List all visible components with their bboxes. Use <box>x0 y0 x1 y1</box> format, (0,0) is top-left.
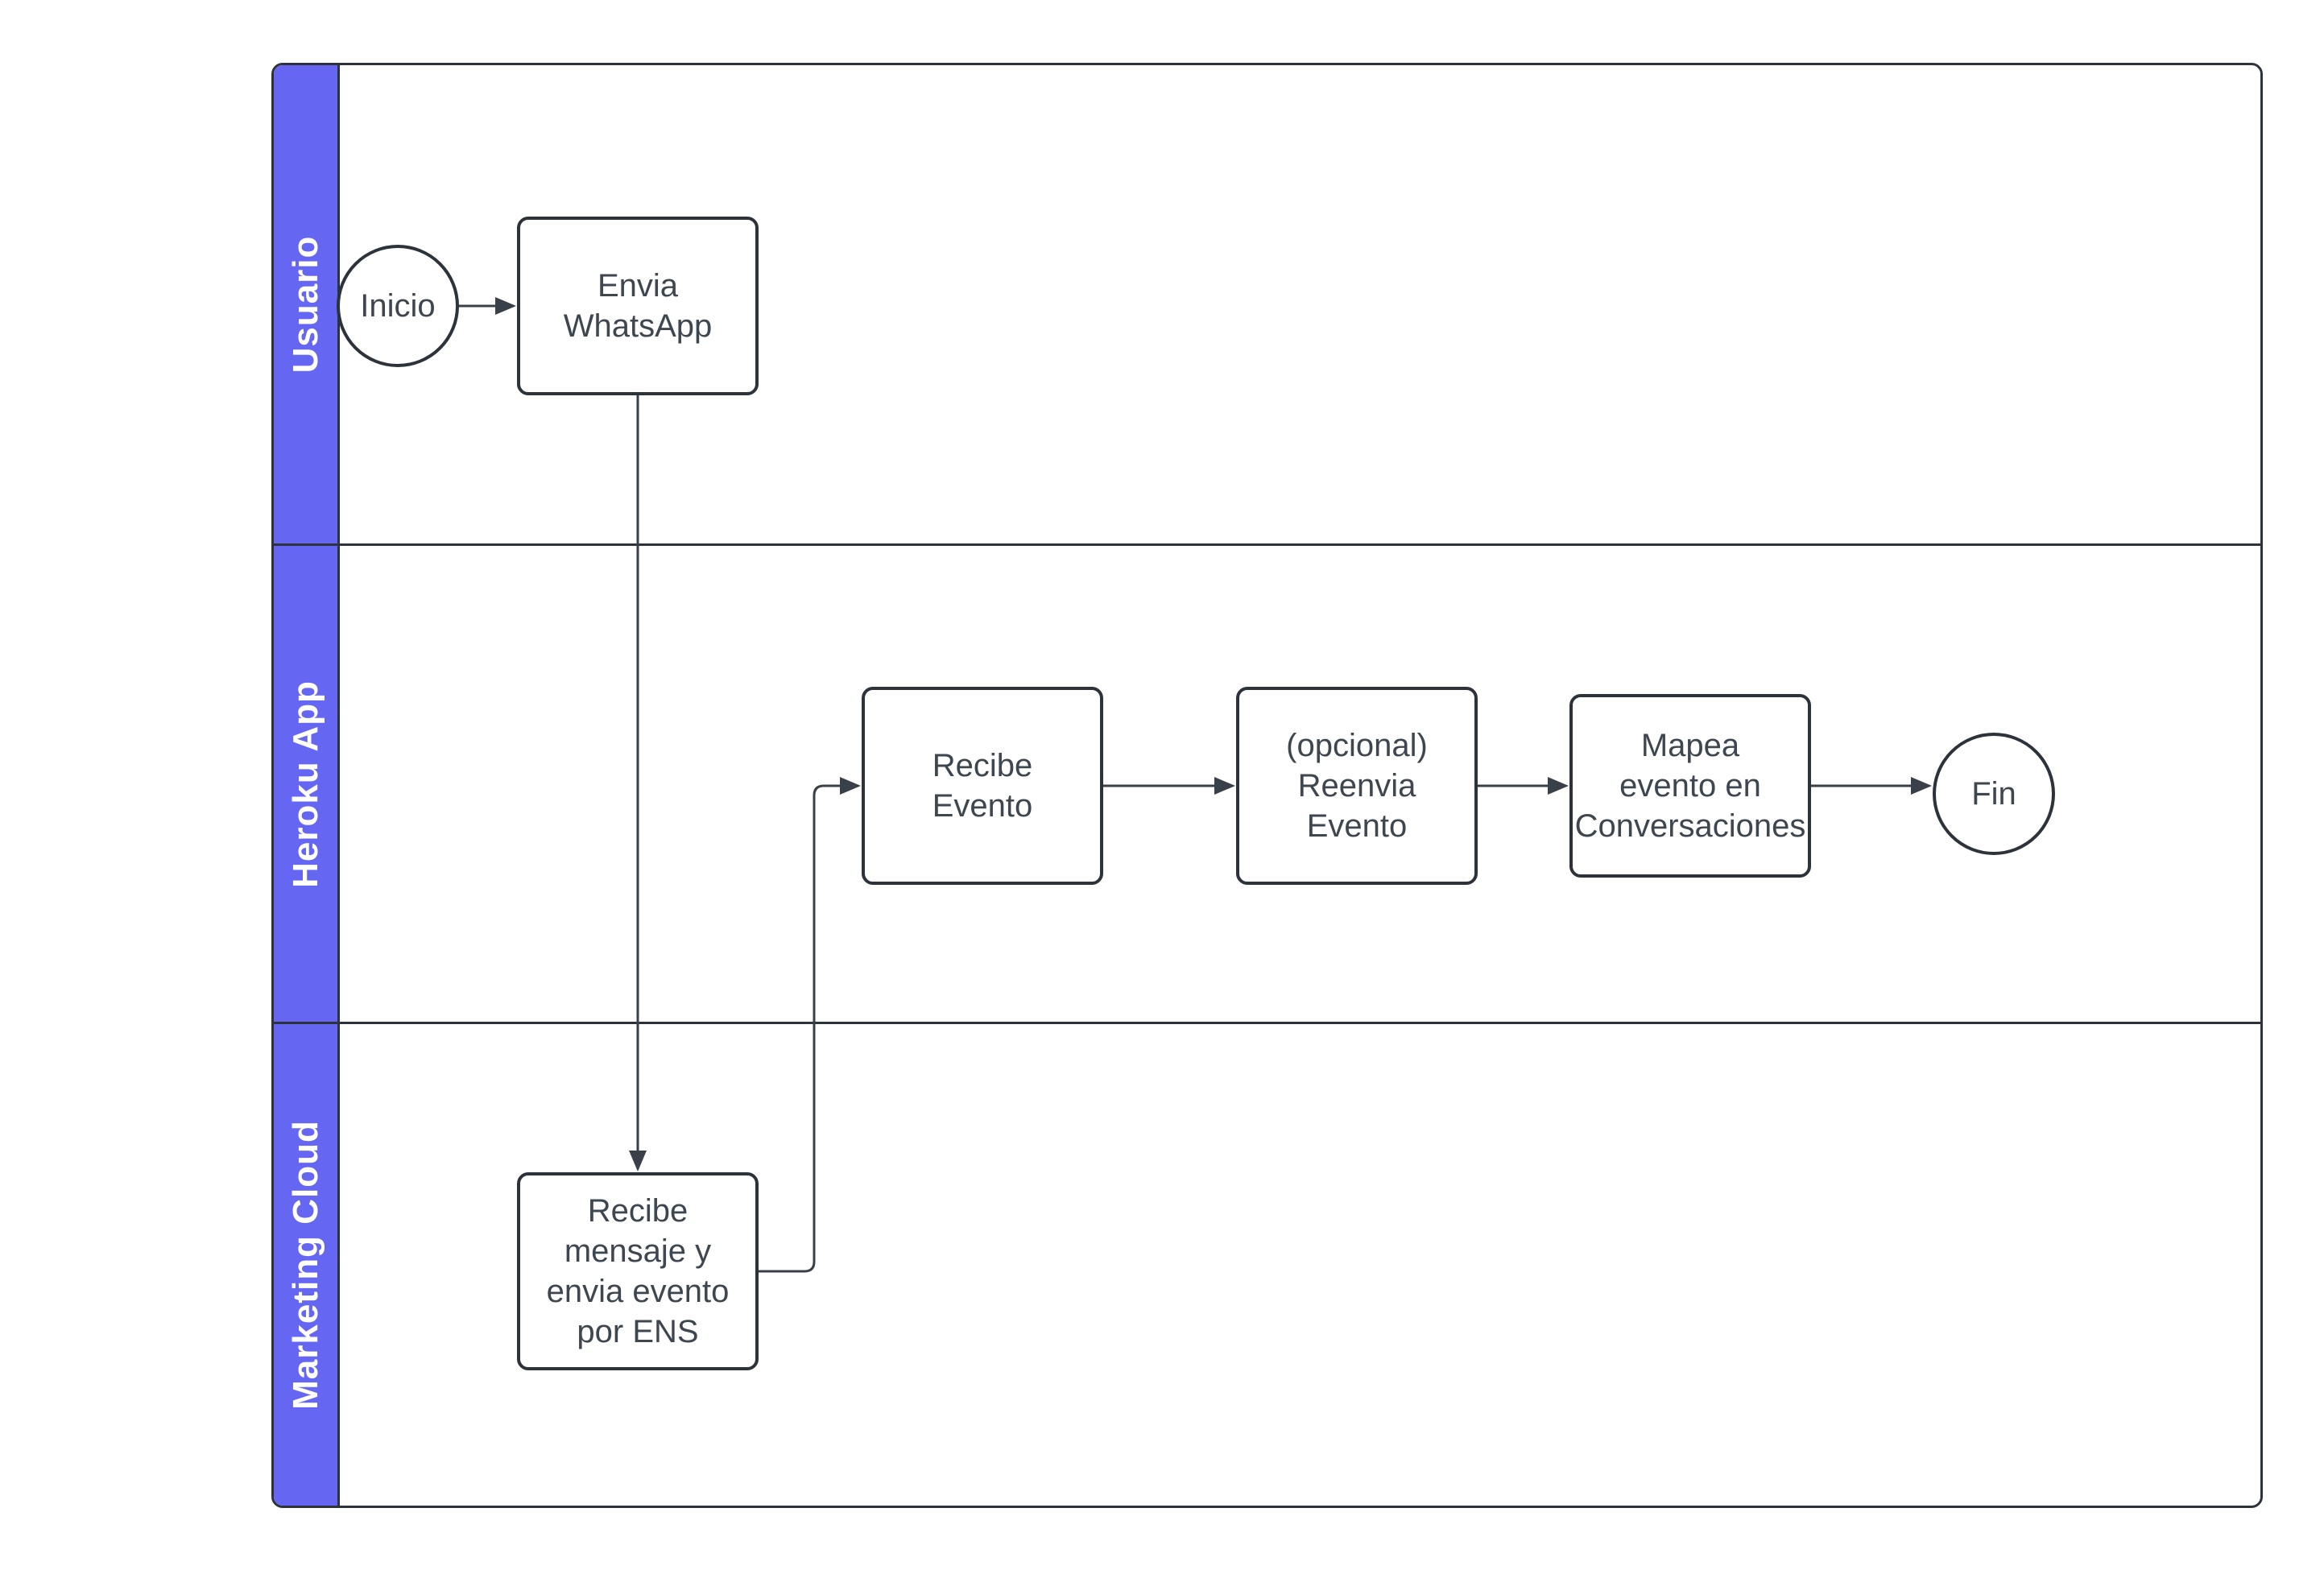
task-envia-whatsapp: Envia WhatsApp <box>517 217 759 395</box>
lane-label-marketing-cloud: Marketing Cloud <box>285 1120 325 1410</box>
task-recibe-mensaje-ens: Recibe mensaje y envia evento por ENS <box>517 1172 759 1370</box>
swimlane-heroku-app: Heroku App <box>274 546 2260 1024</box>
task-recibe-evento: Recibe Evento <box>862 687 1103 885</box>
lane-bar-heroku-app: Heroku App <box>274 546 340 1022</box>
task-reenvia-evento: (opcional) Reenvia Evento <box>1236 687 1478 885</box>
lane-label-usuario: Usuario <box>285 235 325 374</box>
swimlane-marketing-cloud: Marketing Cloud <box>274 1024 2260 1506</box>
task-mapea-evento-conversaciones: Mapea evento en Conversaciones <box>1569 694 1811 878</box>
lane-label-heroku-app: Heroku App <box>285 680 325 888</box>
swimlane-usuario: Usuario <box>274 65 2260 546</box>
start-event-inicio: Inicio <box>337 245 459 367</box>
lane-bar-usuario: Usuario <box>274 65 340 543</box>
swimlane-pool: Usuario Heroku App Marketing Cloud <box>271 63 2263 1508</box>
end-event-fin: Fin <box>1933 733 2055 855</box>
lane-bar-marketing-cloud: Marketing Cloud <box>274 1024 340 1506</box>
